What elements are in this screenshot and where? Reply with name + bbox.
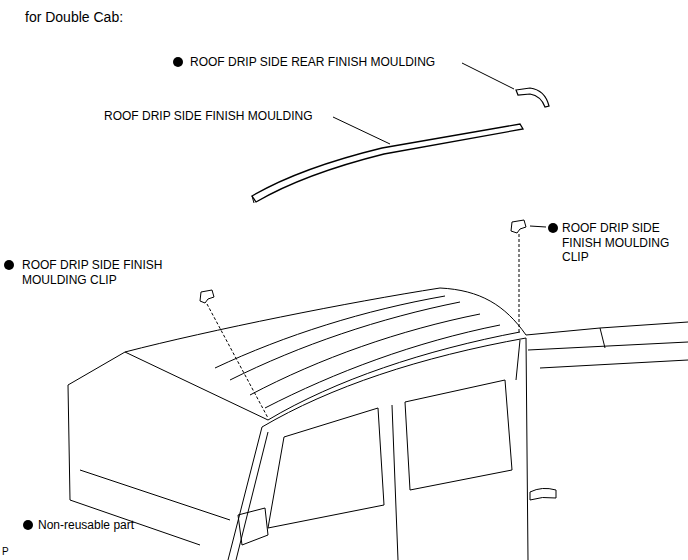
legend-note: Non-reusable part [38, 518, 134, 533]
figure-code: P [2, 545, 9, 558]
part-name: ROOF DRIP SIDE FINISH MOULDING CLIP [562, 221, 682, 265]
part-name: ROOF DRIP SIDE FINISH MOULDING CLIP [22, 258, 190, 287]
part-name: ROOF DRIP SIDE FINISH MOULDING [104, 109, 312, 124]
part-name: ROOF DRIP SIDE REAR FINISH MOULDING [190, 55, 435, 70]
title: for Double Cab: [25, 9, 123, 26]
